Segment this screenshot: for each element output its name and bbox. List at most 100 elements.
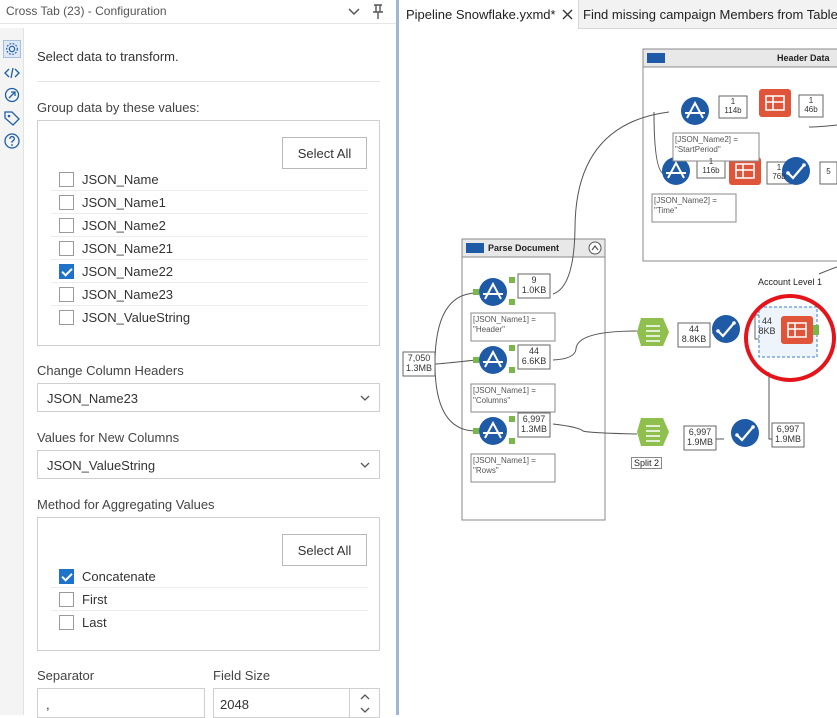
checkbox-checked[interactable] <box>59 569 74 584</box>
checkbox[interactable] <box>59 287 74 302</box>
badge-count: 1 <box>776 163 782 172</box>
config-icon-rail <box>0 28 24 715</box>
group-field-label: JSON_Name <box>82 172 159 187</box>
badge-size: 46b <box>804 105 818 114</box>
field-size-value: 2048 <box>220 697 249 712</box>
group-field-label: JSON_Name23 <box>82 287 174 302</box>
group-field-row[interactable]: JSON_Name2 <box>51 214 368 237</box>
new-columns-select[interactable]: JSON_ValueString <box>37 450 380 479</box>
badge-count: 1 <box>730 97 736 106</box>
stepper-arrows[interactable] <box>349 689 379 717</box>
badge-size: 8KB <box>758 326 776 336</box>
checkbox[interactable] <box>59 241 74 256</box>
group-field-row[interactable]: JSON_Name <box>51 168 368 191</box>
group-field-row[interactable]: JSON_Name21 <box>51 237 368 260</box>
badge-count: 6,997 <box>776 424 800 434</box>
new-columns-label: Values for New Columns <box>37 430 180 445</box>
method-label: First <box>82 592 108 607</box>
select-all-method-button[interactable]: Select All <box>282 534 367 566</box>
method-row[interactable]: Concatenate <box>51 565 368 588</box>
method-label: Last <box>82 615 107 630</box>
group-field-row[interactable]: JSON_Name23 <box>51 283 368 306</box>
parse-document-container-title: Parse Document <box>488 243 560 253</box>
chevron-down-icon <box>360 395 370 401</box>
chevron-down-icon[interactable] <box>346 2 362 20</box>
group-field-label: JSON_Name1 <box>82 195 166 210</box>
filter-expression: [JSON_Name1] = "Rows" <box>473 456 536 475</box>
badge-size: 8.8KB <box>681 334 707 344</box>
checkbox-checked[interactable] <box>59 264 74 279</box>
select-all-group-button[interactable]: Select All <box>282 137 367 169</box>
checkbox[interactable] <box>59 592 74 607</box>
chevron-up-icon[interactable] <box>359 692 371 702</box>
separator-input[interactable]: , <box>37 688 205 718</box>
badge-count: 6,997 <box>522 414 546 424</box>
filter-expression: [JSON_Name2] = "StartPeriod" <box>675 135 738 154</box>
badge-size: 1.3MB <box>405 363 432 373</box>
chevron-down-icon <box>360 462 370 468</box>
tab-pipeline-snowflake[interactable]: Pipeline Snowflake.yxmd* <box>399 0 579 29</box>
group-field-row[interactable]: JSON_ValueString <box>51 306 368 329</box>
badge-count: 7,050 <box>407 353 431 363</box>
config-titlebar: Cross Tab (23) - Configuration <box>0 0 396 24</box>
chevron-down-icon[interactable] <box>359 705 371 715</box>
badge-count: 1 <box>708 157 714 166</box>
pin-icon[interactable] <box>370 2 386 20</box>
badge-size: 6.6KB <box>521 356 547 366</box>
badge-count: 44 <box>688 324 699 334</box>
divider <box>37 81 380 82</box>
aggregation-method-label: Method for Aggregating Values <box>37 497 215 512</box>
badge-count: 1 <box>808 96 814 105</box>
tab-label: Find missing campaign Members from Table… <box>583 7 837 22</box>
checkbox[interactable] <box>59 195 74 210</box>
method-row[interactable]: Last <box>51 611 368 634</box>
new-columns-value: JSON_ValueString <box>47 458 156 473</box>
tag-icon[interactable] <box>3 109 21 127</box>
checkbox[interactable] <box>59 218 74 233</box>
annotation-icon[interactable] <box>3 86 21 104</box>
group-field-row[interactable]: JSON_Name22 <box>51 260 368 283</box>
panel-splitter[interactable] <box>396 0 399 715</box>
workflow-canvas[interactable]: Header Data Parse Document Account Level… <box>399 29 837 715</box>
group-field-label: JSON_Name22 <box>82 264 174 279</box>
separator-label: Separator <box>37 668 95 683</box>
tab-find-missing-members[interactable]: Find missing campaign Members from Table… <box>580 0 837 29</box>
column-headers-value: JSON_Name23 <box>47 391 139 406</box>
checkbox[interactable] <box>59 172 74 187</box>
badge-size: 1.0KB <box>521 285 547 295</box>
field-size-stepper[interactable]: 2048 <box>213 688 380 718</box>
group-field-row[interactable]: JSON_Name1 <box>51 191 368 214</box>
checkbox[interactable] <box>59 310 74 325</box>
document-tabs: Pipeline Snowflake.yxmd* Find missing ca… <box>399 0 837 29</box>
column-headers-label: Change Column Headers <box>37 363 184 378</box>
gear-icon[interactable] <box>3 40 21 58</box>
group-by-label: Group data by these values: <box>37 100 200 115</box>
group-field-label: JSON_Name2 <box>82 218 166 233</box>
tab-label: Pipeline Snowflake.yxmd* <box>406 7 556 22</box>
column-headers-select[interactable]: JSON_Name23 <box>37 383 380 412</box>
help-icon[interactable] <box>3 132 21 150</box>
code-icon[interactable] <box>3 64 21 82</box>
method-row[interactable]: First <box>51 588 368 611</box>
checkbox[interactable] <box>59 615 74 630</box>
close-icon[interactable] <box>562 9 573 20</box>
method-label: Concatenate <box>82 569 156 584</box>
filter-expression: [JSON_Name1] = "Header" <box>473 315 536 334</box>
badge-size: 1.3MB <box>520 424 547 434</box>
group-field-label: JSON_ValueString <box>82 310 191 325</box>
filter-expression: [JSON_Name1] = "Columns" <box>473 386 536 405</box>
badge-size: 76b <box>772 172 786 181</box>
badge-size: 1.9MB <box>774 434 801 444</box>
badge-count: 44 <box>528 346 539 356</box>
workflow-drawing <box>402 48 837 521</box>
